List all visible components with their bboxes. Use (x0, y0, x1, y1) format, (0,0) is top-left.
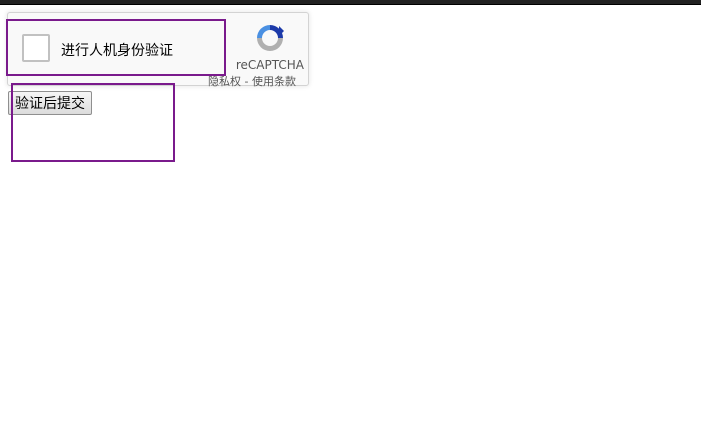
submit-button[interactable]: 验证后提交 (8, 91, 92, 115)
browser-top-bar (0, 0, 701, 5)
separator: - (241, 75, 252, 88)
recaptcha-checkbox[interactable] (22, 34, 50, 62)
recaptcha-label: 进行人机身份验证 (61, 43, 173, 59)
recaptcha-logo-icon (257, 25, 284, 51)
privacy-link[interactable]: 隐私权 (208, 75, 242, 88)
recaptcha-widget: 进行人机身份验证 reCAPTCHA 隐私权 - 使用条款 (7, 12, 309, 89)
terms-link[interactable]: 使用条款 (252, 75, 296, 88)
recaptcha-terms: 隐私权 - 使用条款 (208, 73, 296, 89)
recaptcha-brand: reCAPTCHA (235, 58, 304, 72)
